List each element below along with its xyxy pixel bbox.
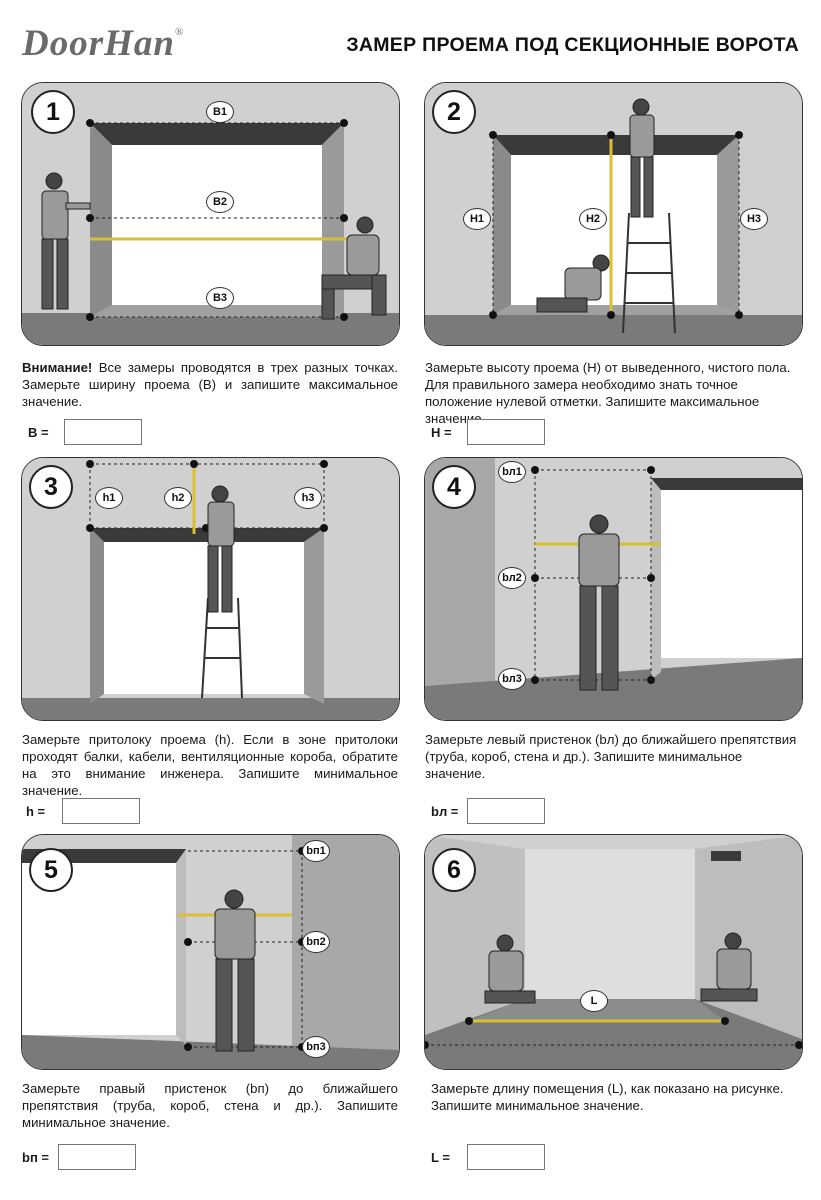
right-sidewall-input[interactable] — [58, 1144, 136, 1170]
step-number: 2 — [432, 90, 476, 134]
field-label: L = — [431, 1149, 450, 1165]
field-label: B = — [28, 424, 49, 440]
room-length-field: L = — [431, 1144, 545, 1170]
measure-label-bp2: bп2 — [302, 931, 330, 953]
measure-label-b3: B3 — [206, 287, 234, 309]
panel-6-illustration — [424, 834, 803, 1070]
panel-3-illustration — [21, 457, 400, 721]
step-number: 5 — [29, 848, 73, 892]
measure-label-bl1: bл1 — [498, 461, 526, 483]
width-field: B = — [28, 419, 142, 445]
lintel-field: h = — [26, 798, 140, 824]
left-sidewall-illustration — [425, 458, 802, 720]
panel-5-illustration — [21, 834, 400, 1070]
measure-label-h3: H3 — [740, 208, 768, 230]
measure-label-h3: h3 — [294, 487, 322, 509]
panel-4-illustration — [424, 457, 803, 721]
right-sidewall-illustration — [22, 835, 399, 1069]
measure-label-b1: B1 — [206, 101, 234, 123]
measure-label-bp3: bп3 — [302, 1036, 330, 1058]
height-input[interactable] — [467, 419, 545, 445]
lintel-measure-illustration — [22, 458, 399, 720]
height-measure-illustration — [425, 83, 802, 345]
field-label: bп = — [22, 1149, 49, 1165]
measure-label-h1: H1 — [463, 208, 491, 230]
step-number: 1 — [31, 90, 75, 134]
measure-label-bl3: bл3 — [498, 668, 526, 690]
measure-label-l: L — [580, 990, 608, 1012]
lintel-input[interactable] — [62, 798, 140, 824]
measure-label-h1: h1 — [95, 487, 123, 509]
panel-1-illustration — [21, 82, 400, 346]
warning-label: Внимание! — [22, 360, 93, 375]
right-sidewall-field: bп = — [22, 1144, 136, 1170]
measure-label-h2: H2 — [579, 208, 607, 230]
step-number: 3 — [29, 465, 73, 509]
left-sidewall-input[interactable] — [467, 798, 545, 824]
field-label: bл = — [431, 803, 459, 819]
page-title: ЗАМЕР ПРОЕМА ПОД СЕКЦИОННЫЕ ВОРОТА — [346, 34, 799, 56]
measure-label-b2: B2 — [206, 191, 234, 213]
step-2-description: Замерьте высоту проема (H) от выведенног… — [425, 360, 791, 426]
step-number: 6 — [432, 848, 476, 892]
measure-label-bl2: bл2 — [498, 567, 526, 589]
room-length-illustration — [425, 835, 802, 1069]
step-6-description: Замерьте длину помещения (L), как показа… — [431, 1081, 784, 1113]
room-length-input[interactable] — [467, 1144, 545, 1170]
measure-label-h2: h2 — [164, 487, 192, 509]
step-3-description: Замерьте притолоку проема (h). Если в зо… — [22, 732, 398, 798]
step-4-description: Замерьте левый пристенок (bл) до ближайш… — [425, 732, 797, 781]
left-sidewall-field: bл = — [431, 798, 545, 824]
step-5-description: Замерьте правый пристенок (bп) до ближай… — [22, 1081, 398, 1130]
field-label: h = — [26, 803, 46, 819]
height-field: H = — [431, 419, 545, 445]
doorhan-logo: DoorHan® — [22, 23, 185, 64]
step-1-description: Внимание! Все замеры проводятся в трех р… — [22, 360, 398, 409]
panel-2-illustration — [424, 82, 803, 346]
step-number: 4 — [432, 465, 476, 509]
measure-label-bp1: bп1 — [302, 840, 330, 862]
width-input[interactable] — [64, 419, 142, 445]
field-label: H = — [431, 424, 452, 440]
